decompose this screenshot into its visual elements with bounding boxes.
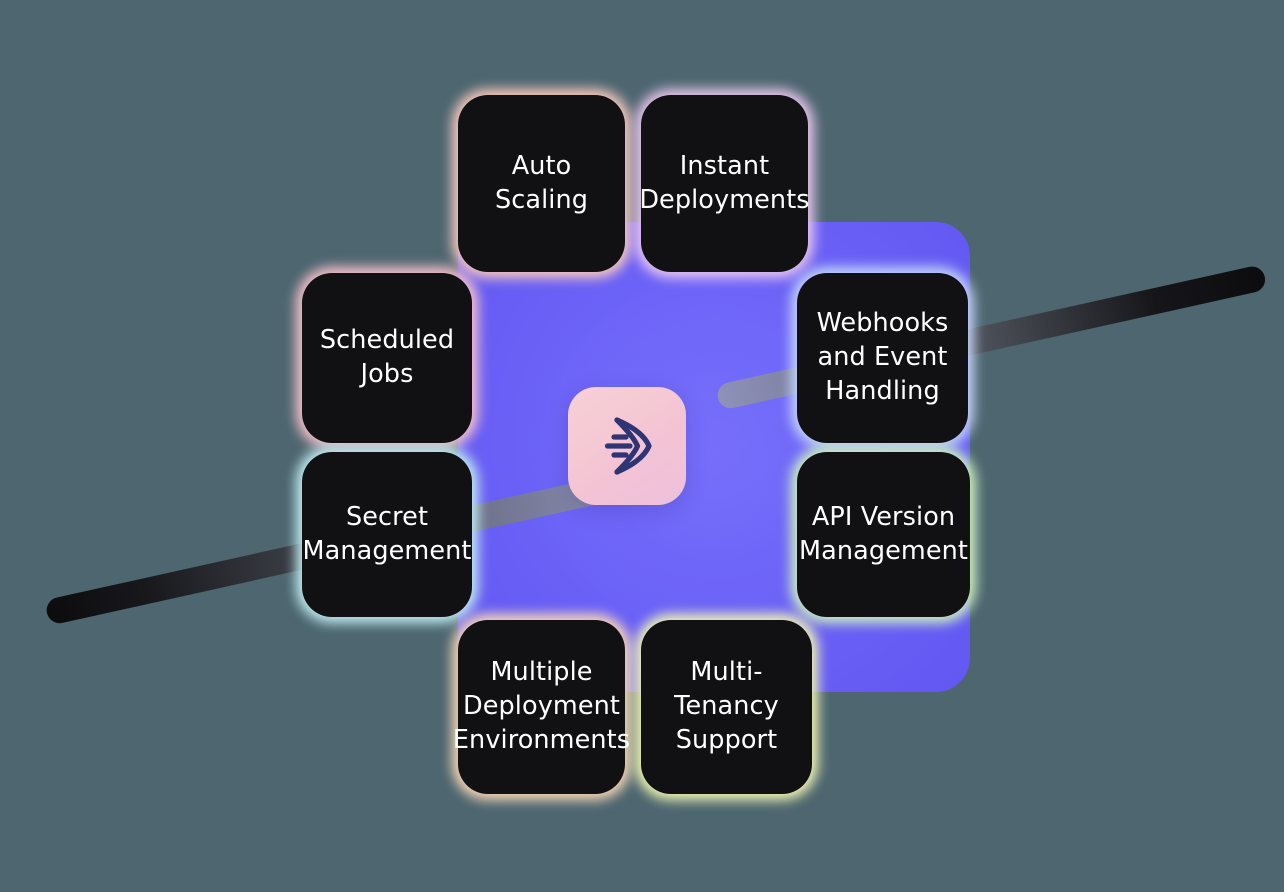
speed-arrow-logo-icon [594,413,660,479]
card-secret-management[interactable]: Secret Management [302,452,472,617]
card-auto-scaling[interactable]: Auto Scaling [458,95,625,272]
card-scheduled-jobs[interactable]: Scheduled Jobs [302,273,472,443]
card-webhooks-and-event-handling[interactable]: Webhooks and Event Handling [797,273,968,443]
card-multi-tenancy-support[interactable]: Multi-Tenancy Support [641,620,812,794]
brand-logo-tile [568,387,686,505]
card-instant-deployments[interactable]: Instant Deployments [639,95,810,272]
card-multiple-deployment-environments[interactable]: Multiple Deployment Environments [453,620,630,794]
card-api-version-management[interactable]: API Version Management [797,452,970,617]
